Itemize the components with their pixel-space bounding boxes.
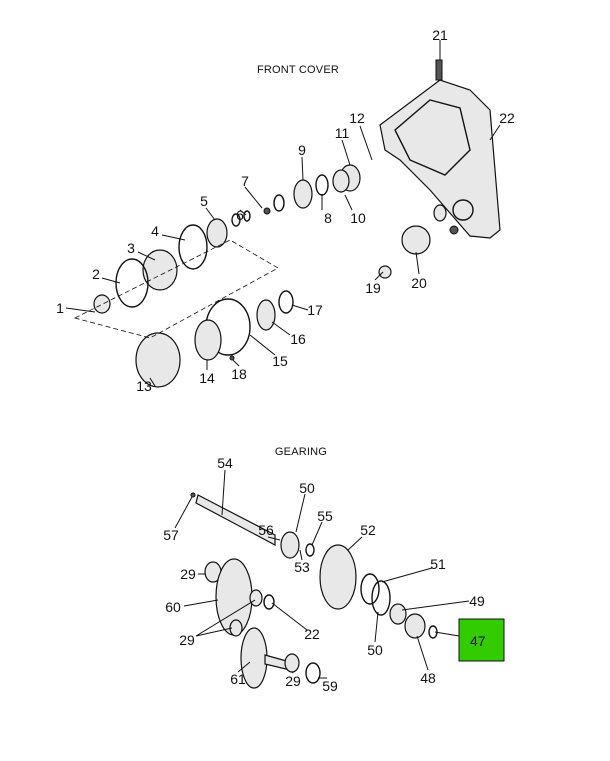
callout-59: 59	[322, 678, 338, 694]
callout-9: 9	[298, 142, 306, 158]
front-cover-small-parts	[73, 164, 447, 388]
front-cover-housing	[379, 59, 501, 239]
callout-50: 50	[299, 480, 315, 496]
callout-29: 29	[179, 632, 195, 648]
callout-55: 55	[317, 508, 333, 524]
callout-13: 13	[136, 378, 152, 394]
callout-22: 22	[499, 110, 515, 126]
callout-29: 29	[180, 566, 196, 582]
callout-29: 29	[285, 673, 301, 689]
callout-52: 52	[360, 522, 376, 538]
callout-6: 6	[236, 207, 244, 223]
callout-47[interactable]: 47	[470, 633, 486, 649]
callout-16: 16	[290, 331, 306, 347]
callout-22: 22	[304, 626, 320, 642]
callout-14: 14	[199, 370, 215, 386]
callout-18: 18	[231, 366, 247, 382]
section-title-gearing: GEARING	[275, 446, 327, 458]
gearing-callouts: 54 56 50 55 52 57 29 51 53 49 60 22 29 5…	[163, 455, 485, 694]
callout-11: 11	[335, 125, 350, 141]
section-title-front-cover: FRONT COVER	[257, 64, 339, 76]
callout-19: 19	[365, 280, 381, 296]
callout-5: 5	[200, 193, 208, 209]
callout-50: 50	[367, 642, 383, 658]
callout-20: 20	[411, 275, 427, 291]
highlight-box[interactable]	[458, 618, 505, 662]
callout-54: 54	[217, 455, 233, 471]
callout-57: 57	[163, 527, 179, 543]
callout-4: 4	[151, 223, 159, 239]
front-cover-callouts: 21 12 22 11 9 7 5 6 8 10 4 3 2 1 17 19 2…	[56, 27, 515, 394]
highlighted-callout-47[interactable]: 47	[458, 618, 505, 662]
callout-51: 51	[430, 556, 446, 572]
callout-60: 60	[165, 599, 181, 615]
callout-2: 2	[92, 266, 100, 282]
callout-8: 8	[324, 210, 332, 226]
callout-1: 1	[56, 300, 64, 316]
callout-15: 15	[272, 353, 288, 369]
callout-48: 48	[420, 670, 436, 686]
callout-17: 17	[307, 302, 323, 318]
leader-lines	[65, 40, 501, 679]
callout-10: 10	[350, 210, 366, 226]
callout-7: 7	[241, 173, 249, 189]
callout-49: 49	[469, 593, 485, 609]
callout-56: 56	[258, 522, 274, 538]
callout-53: 53	[294, 559, 310, 575]
callout-21: 21	[432, 27, 448, 43]
gearing-parts	[190, 492, 438, 689]
callout-12: 12	[349, 110, 365, 126]
callout-61: 61	[230, 671, 246, 687]
callout-3: 3	[127, 240, 135, 256]
